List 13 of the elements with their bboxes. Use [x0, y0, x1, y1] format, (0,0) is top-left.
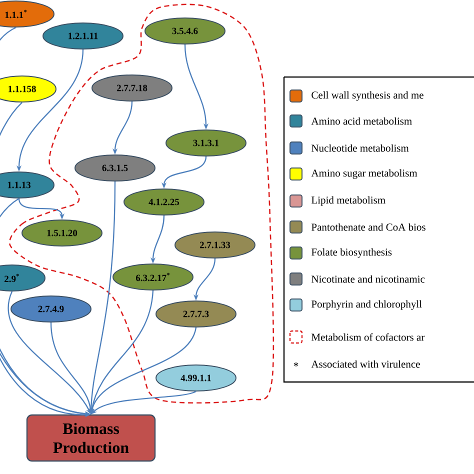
legend-label: Metabolism of cofactors ar — [312, 333, 425, 341]
biomass-box: Biomass Production — [26, 414, 156, 462]
legend-label: Associated with virulence — [311, 360, 420, 368]
legend-label: Pantothenate and CoA bios — [312, 223, 426, 231]
legend-label: Folate biosynthesis — [312, 248, 392, 258]
asterisk-symbol: * — [294, 362, 298, 366]
legend-label: Amino acid metabolism — [311, 117, 412, 125]
legend-label: Cell wall synthesis and me — [312, 91, 424, 101]
legend-label: Porphyrin and chlorophyll — [312, 300, 422, 310]
legend-label: Amino sugar metabolism — [311, 169, 418, 179]
legend-label: Nicotinate and nicotinamic — [312, 275, 425, 283]
legend-label: Lipid metabolism — [312, 196, 386, 206]
legend-label: Nucleotide metabolism — [312, 144, 409, 152]
